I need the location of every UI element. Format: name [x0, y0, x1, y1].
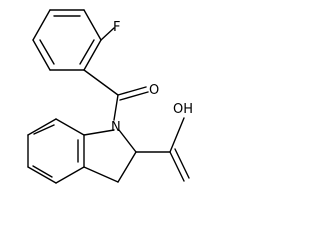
double-bond-inner — [32, 165, 53, 178]
bond — [32, 9, 51, 41]
bond — [27, 118, 57, 136]
bond-n-c2 — [118, 129, 137, 153]
bond-cooh-oh — [169, 117, 185, 153]
bond-c3-c3a — [83, 166, 119, 183]
nitrogen-label: N — [111, 120, 121, 135]
bond-c2-c3 — [117, 151, 137, 183]
carbonyl-oxygen-label: O — [149, 83, 159, 98]
bond — [83, 39, 102, 71]
bond-c-f — [100, 27, 115, 41]
bond-carbonyl-n — [113, 94, 119, 121]
molecule-diagram: F N O OH — [27, 9, 193, 184]
double-bond-inner — [39, 39, 55, 65]
bond — [55, 166, 85, 184]
bond-carbonyl-o — [119, 91, 149, 101]
bond — [27, 166, 57, 184]
bond — [83, 9, 102, 41]
double-bond-inner — [33, 124, 55, 135]
bond — [55, 118, 85, 136]
hydroxyl-label: OH — [173, 102, 193, 117]
bond-ring-carbonyl — [83, 69, 119, 96]
benzo-ring — [27, 118, 85, 184]
bond — [32, 39, 51, 71]
fluorine-label: F — [113, 20, 120, 35]
bond-n-c7a — [83, 129, 115, 136]
structure-canvas: F N O OH — [27, 9, 193, 184]
double-bond-inner — [79, 39, 95, 65]
fluorophenyl-ring — [32, 9, 102, 71]
bond-cooh-o — [169, 151, 185, 182]
bond-carbonyl-o — [117, 86, 147, 96]
bond-cooh-o — [174, 148, 190, 179]
